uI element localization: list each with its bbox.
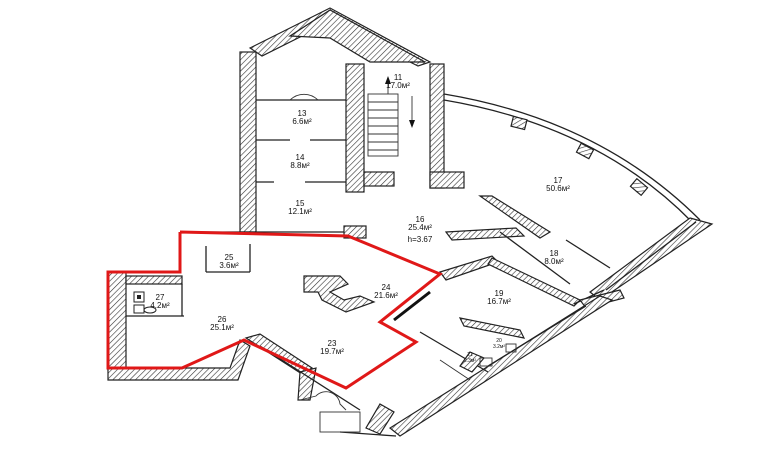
room-label-27: 27 4.2м² <box>150 293 170 310</box>
svg-text:8.8м²: 8.8м² <box>290 161 310 170</box>
room-label-19: 19 16.7м² <box>487 289 511 306</box>
room-label-26: 26 25.1м² <box>210 315 234 332</box>
stair-roof <box>248 7 432 67</box>
svg-text:19.7м²: 19.7м² <box>320 347 344 356</box>
svg-text:3.2м²: 3.2м² <box>493 344 505 350</box>
svg-text:4.2м²: 4.2м² <box>150 301 170 310</box>
svg-text:3.6м²: 3.6м² <box>219 261 239 270</box>
svg-text:6.6м²: 6.6м² <box>292 117 312 126</box>
highlight-outline <box>106 230 443 390</box>
room-label-15: 15 12.1м² <box>288 199 312 216</box>
outer-walls-lower-left <box>107 271 397 437</box>
svg-text:21: 21 <box>467 352 473 358</box>
svg-text:15: 15 <box>296 199 305 208</box>
wall-stair-left <box>345 63 365 193</box>
room-17-walls <box>443 93 714 301</box>
svg-text:25.1м²: 25.1м² <box>210 323 234 332</box>
svg-text:25.4м²: 25.4м² <box>408 223 432 232</box>
room-label-13: 13 6.6м² <box>292 109 312 126</box>
svg-text:2.3м²: 2.3м² <box>464 358 476 364</box>
svg-text:11: 11 <box>394 73 403 82</box>
staircase <box>367 76 415 157</box>
svg-text:21.6м²: 21.6м² <box>374 291 398 300</box>
svg-text:14: 14 <box>296 153 305 162</box>
wall-left-upper <box>239 51 257 233</box>
svg-text:24: 24 <box>382 283 391 292</box>
room-label-17: 17 50.6м² <box>546 176 570 193</box>
outer-walls-lower-right <box>388 295 614 437</box>
toilet-icon <box>133 291 157 314</box>
svg-text:17: 17 <box>554 176 563 185</box>
wall-stair-right <box>429 63 445 189</box>
svg-text:16.7м²: 16.7м² <box>487 297 511 306</box>
ceiling-height: h=3.67 <box>408 235 433 244</box>
room-label-14: 14 8.8м² <box>290 153 310 170</box>
svg-text:17.0м²: 17.0м² <box>386 81 410 90</box>
svg-text:25: 25 <box>225 253 234 262</box>
room-label-20: 20 3.2м² <box>493 338 505 350</box>
room-label-25: 25 3.6м² <box>219 253 239 270</box>
middle-partitions <box>439 195 625 309</box>
room-label-11: 11 17.0м² <box>386 73 410 90</box>
wall-stair-bottom <box>363 171 395 187</box>
svg-text:20: 20 <box>496 338 502 344</box>
svg-text:19: 19 <box>495 289 504 298</box>
svg-text:16: 16 <box>416 215 425 224</box>
svg-text:50.6м²: 50.6м² <box>546 184 570 193</box>
room-label-23: 23 19.7м² <box>320 339 344 356</box>
svg-text:27: 27 <box>156 293 165 302</box>
svg-text:23: 23 <box>328 339 337 348</box>
svg-text:13: 13 <box>298 109 307 118</box>
corridor-marker <box>393 290 431 322</box>
room-label-18: 18 8.0м² <box>544 249 564 266</box>
svg-text:8.0м²: 8.0м² <box>544 257 564 266</box>
svg-text:12.1м²: 12.1м² <box>288 207 312 216</box>
room-label-16: 16 25.4м² h=3.67 <box>408 215 433 244</box>
svg-text:18: 18 <box>550 249 559 258</box>
door-13 <box>289 93 319 101</box>
svg-text:26: 26 <box>218 315 227 324</box>
wall-stair-right-b <box>429 171 465 189</box>
room-label-21: 21 2.3м² <box>464 352 476 364</box>
room-label-24: 24 21.6м² <box>374 283 398 300</box>
